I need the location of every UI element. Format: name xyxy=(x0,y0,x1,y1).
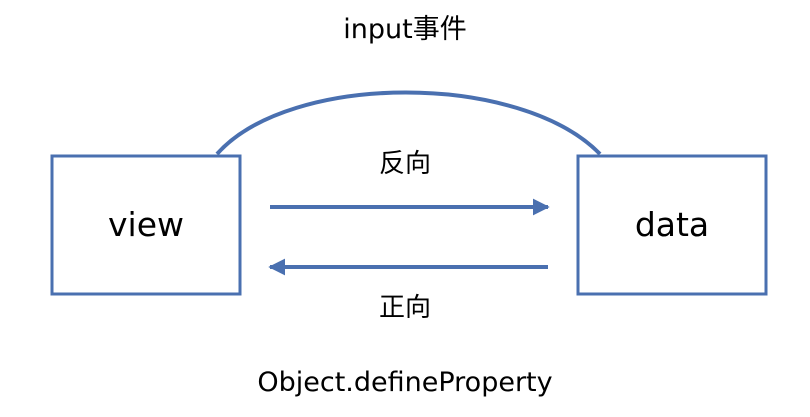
input-event-arc xyxy=(215,90,602,156)
reverse-direction-label: 反向 xyxy=(378,149,431,179)
view-label: view xyxy=(108,205,184,244)
data-box xyxy=(576,154,768,296)
input-event-label: input事件 xyxy=(343,14,467,45)
object-define-property-label: Object.defineProperty xyxy=(257,367,553,398)
view-box xyxy=(50,154,242,296)
forward-direction-label: 正向 xyxy=(378,293,431,323)
data-label: data xyxy=(634,205,710,244)
